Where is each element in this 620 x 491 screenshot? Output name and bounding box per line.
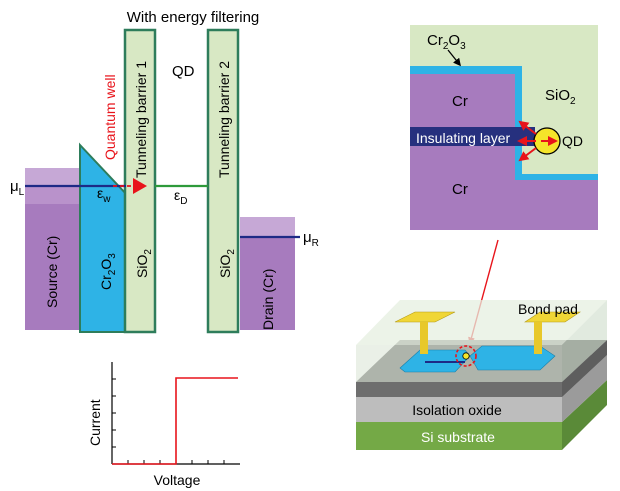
insulating-layer: [410, 127, 535, 146]
cs-sio2-label: SiO2: [545, 87, 576, 107]
cs-insulating-layer-label: Insulating layer: [416, 130, 511, 146]
source-fermi-region: [25, 186, 80, 204]
bond-pad-right: [524, 311, 581, 323]
si-substrate-front: [356, 422, 562, 450]
mu-r-label: μR: [303, 229, 319, 249]
device-3d-view: Bond pad Isolation oxide Si substrate: [356, 300, 607, 450]
device-top-side: [562, 340, 607, 397]
mu-l-label: μL: [10, 178, 25, 198]
iv-ylabel: Current: [87, 399, 103, 446]
sio2-cap-top: [356, 300, 607, 345]
eps-w-label: εw: [97, 185, 111, 205]
diagram-title: With energy filtering: [127, 9, 260, 26]
bond-pad-right-post: [534, 322, 542, 354]
drain-label: Drain (Cr): [260, 269, 276, 330]
device-qd: [462, 352, 470, 360]
cs-cr2o3-label: Cr2O3: [427, 32, 466, 52]
isolation-oxide-front: [356, 397, 562, 422]
isolation-oxide-label: Isolation oxide: [412, 402, 502, 418]
tunneling-barrier-2: [206, 28, 240, 334]
sio2-label-2: SiO2: [217, 249, 237, 278]
sio2-cap-side: [562, 300, 607, 382]
source-filled-band: [25, 168, 80, 186]
source-label: Source (Cr): [44, 236, 60, 308]
qd-cross-section: Cr2O3 SiO2 Cr Cr Insulating layer QD: [410, 25, 598, 230]
iv-plot: Current Voltage: [87, 362, 240, 488]
isolation-oxide-side: [562, 355, 607, 422]
iv-xlabel: Voltage: [154, 472, 201, 488]
drain-filled-band: [240, 217, 295, 237]
tunneling-barrier-1-label: Tunneling barrier 1: [133, 61, 149, 178]
device-drain-electrode: [469, 345, 556, 371]
tunneling-arrow-head: [133, 178, 147, 194]
bond-pad-label: Bond pad: [518, 301, 578, 317]
tunneling-barrier-1: [123, 28, 157, 334]
energy-band-diagram: With energy filtering μL μR εw εD QD Qua…: [10, 9, 319, 334]
iv-curve: [112, 377, 238, 465]
device-qd-highlight: [455, 345, 477, 367]
iv-y-ticks: [112, 378, 116, 448]
cs-qd-label: QD: [562, 133, 583, 149]
device-top-edge: [356, 382, 562, 397]
tunneling-barrier-2-label: Tunneling barrier 2: [216, 61, 232, 178]
cs-cr-bottom-label: Cr: [452, 181, 468, 198]
sio2-label-1: SiO2: [134, 249, 154, 278]
bond-pad-left-post: [420, 322, 428, 354]
cr2o3-pointer: [447, 49, 461, 67]
cr2o3-well-label: Cr2O3: [98, 253, 118, 290]
tunnel-arrows: [517, 120, 558, 162]
cr-electrode: [410, 74, 598, 230]
cr2o3-well: [79, 142, 129, 333]
eps-d-label: εD: [174, 187, 187, 207]
si-substrate-label: Si substrate: [421, 429, 495, 445]
quantum-well-label: Quantum well: [102, 74, 118, 160]
cs-cr-top-label: Cr: [452, 93, 468, 110]
qd-label: QD: [172, 63, 195, 80]
